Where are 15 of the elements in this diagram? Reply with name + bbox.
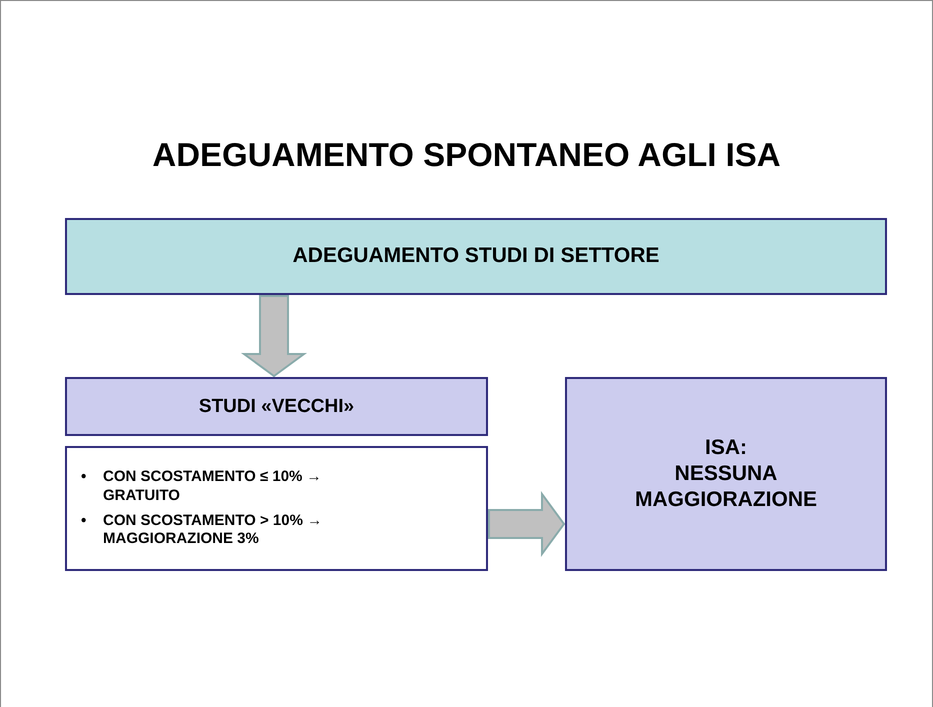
bullet-marker: •	[81, 468, 88, 487]
bullet-marker: •	[81, 512, 88, 530]
box-label: ISA:	[705, 434, 747, 461]
text-box	[565, 377, 887, 571]
block-arrow	[488, 490, 566, 558]
text-box	[65, 377, 488, 436]
text-box	[65, 218, 887, 295]
box-label: ADEGUAMENTO STUDI DI SETTORE	[292, 243, 660, 270]
bullet-item: CON SCOSTAMENTO ≤ 10% → GRATUITO	[103, 468, 323, 506]
box-label: STUDI «VECCHI»	[198, 394, 354, 418]
box-label: NESSUNA MAGGIORAZIONE	[634, 460, 818, 514]
title: ADEGUAMENTO SPONTANEO AGLI ISA	[151, 135, 782, 175]
block-arrow	[240, 295, 308, 378]
bullet-item: CON SCOSTAMENTO > 10% → MAGGIORAZIONE 3%	[103, 512, 324, 549]
text-box	[65, 446, 488, 571]
